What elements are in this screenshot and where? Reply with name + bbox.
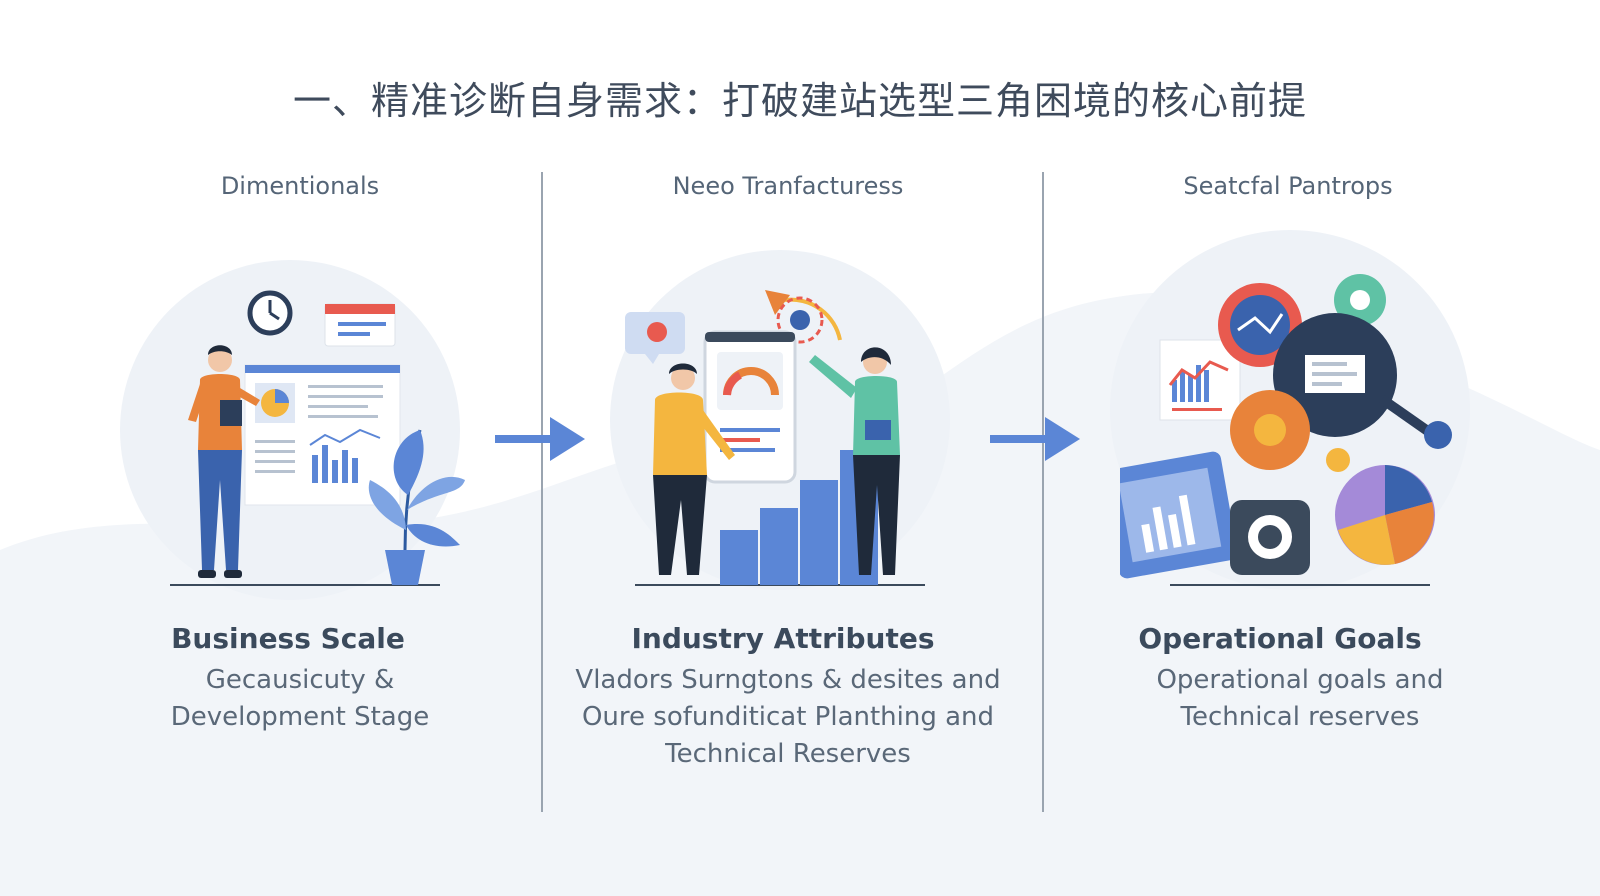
orange-gear-icon: [1230, 390, 1310, 470]
column-title-3: Operational Goals: [1138, 622, 1422, 655]
column-header-2: Neeo Tranfacturess: [672, 172, 904, 200]
clock-icon: [247, 290, 293, 336]
business-scale-illustration: [170, 290, 465, 586]
dashboard-board: [244, 364, 401, 506]
divider-2: [1042, 172, 1044, 812]
dial-icon: [1230, 500, 1310, 575]
phone-screen: [703, 330, 797, 484]
pie-chart-icon: [1335, 465, 1435, 565]
desc-line: Operational goals and: [1156, 665, 1444, 695]
teal-gear-icon: [1334, 274, 1386, 326]
column-title-2: Industry Attributes: [631, 622, 935, 655]
plant-icon: [368, 429, 465, 585]
desc-line: Oure sofunditicat Planthing and: [581, 702, 995, 732]
desc-line: Technical reserves: [1180, 702, 1420, 732]
wrench-icon: [1379, 395, 1452, 449]
small-gear-icon: [1326, 448, 1350, 472]
column-header-1: Dimentionals: [220, 172, 380, 200]
column-desc-3: Operational goals and Technical reserves: [1080, 662, 1520, 736]
column-desc-1: Gecausicuty & Development Stage: [80, 662, 520, 736]
operational-goals-illustration: [1120, 274, 1452, 586]
settings-cycle-icon: [765, 290, 842, 344]
person-right-figure: [809, 347, 900, 575]
industry-attributes-illustration: [625, 290, 925, 586]
column-header-3: Seatcfal Pantrops: [1183, 172, 1393, 200]
chat-bubble-icon: [625, 312, 685, 364]
bar-chart-panel: [1120, 451, 1238, 579]
desc-line: Vladors Surngtons & desites and: [575, 665, 1001, 695]
card-icon: [324, 303, 396, 347]
column-title-1: Business Scale: [171, 622, 405, 655]
person-left-figure: [653, 363, 735, 575]
person-figure: [188, 345, 260, 578]
arrow-right-icon-2: [990, 417, 1080, 461]
desc-line: Gecausicuty &: [205, 665, 395, 695]
desc-line: Development Stage: [170, 702, 430, 732]
line-chart-card: [1159, 339, 1241, 421]
page-title: 一、精准诊断自身需求：打破建站选型三角困境的核心前提: [292, 79, 1307, 123]
navy-gear-icon: [1273, 313, 1397, 437]
desc-line: Technical Reserves: [665, 739, 911, 769]
column-desc-2: Vladors Surngtons & desites and Oure sof…: [568, 662, 1008, 773]
divider-1: [541, 172, 543, 812]
arrow-right-icon-1: [495, 417, 585, 461]
